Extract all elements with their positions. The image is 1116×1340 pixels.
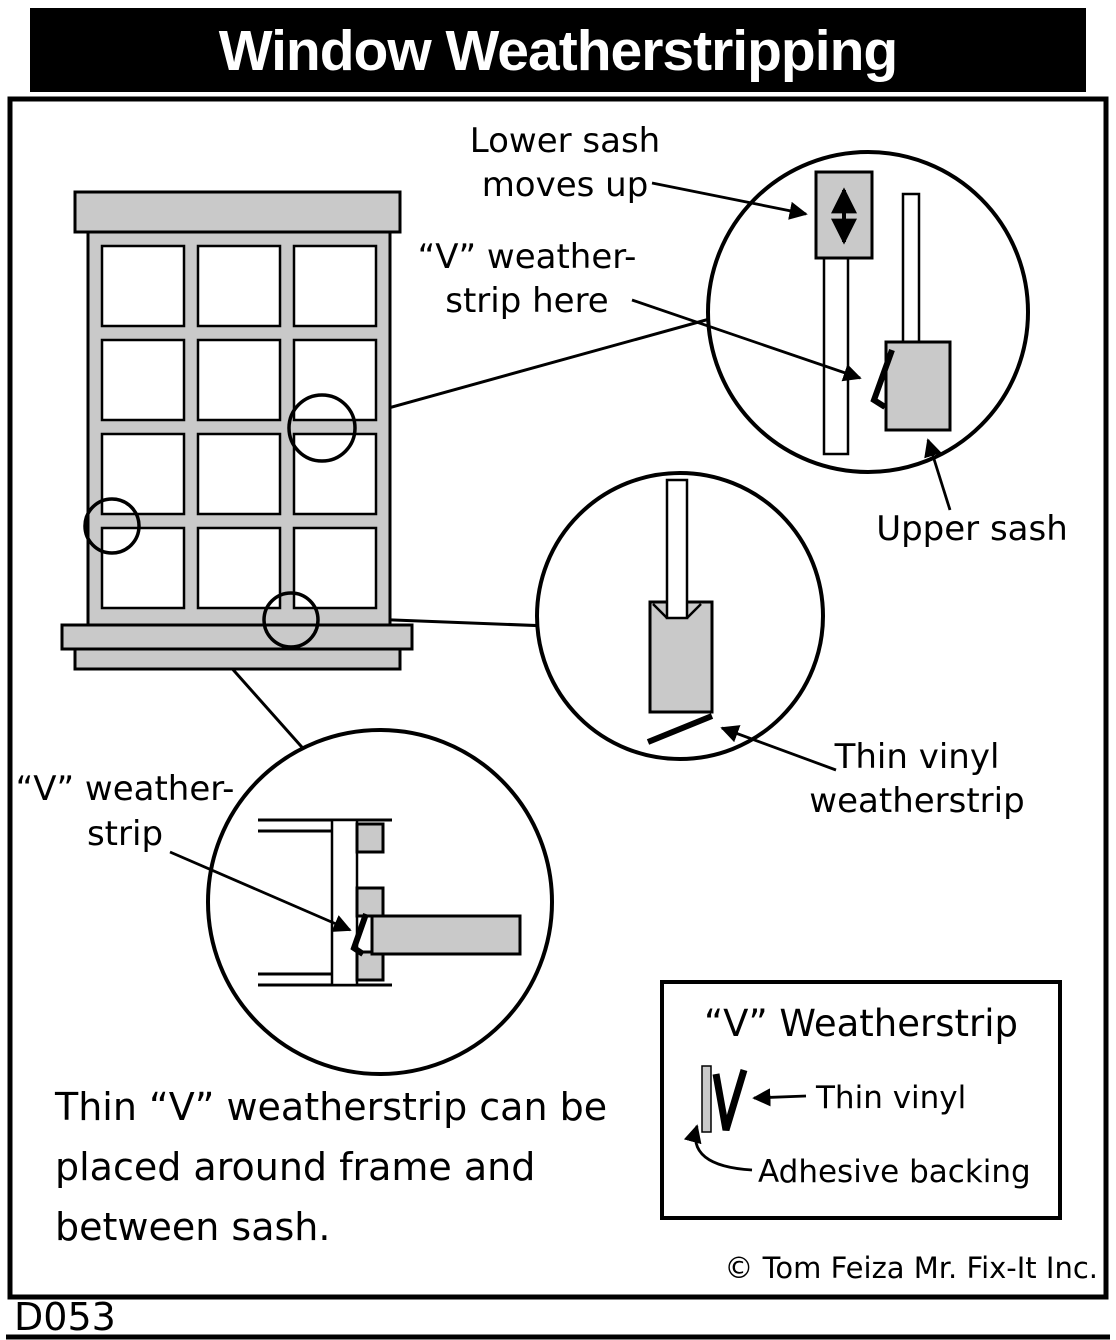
callout-thin-vinyl-line1: Thin vinyl (834, 737, 1000, 777)
detail-sash-meeting (706, 150, 1030, 474)
window-pane (100, 526, 186, 610)
adhesive-backing-strip (701, 1065, 712, 1133)
callout-vstrip-line1: “V” weather- (16, 769, 235, 809)
caption-line3: between sash. (55, 1205, 330, 1249)
window-pane (100, 338, 186, 422)
upper-sash-channel (901, 192, 921, 346)
highlight-circle-jamb (83, 497, 141, 555)
callout-thin-vinyl-line2: weatherstrip (809, 781, 1024, 821)
window-pane (292, 432, 378, 516)
jamb-stop-tab (355, 822, 385, 854)
jamb-stop-tab (355, 886, 385, 918)
window-pane (292, 526, 378, 610)
window-pane (292, 338, 378, 422)
callout-arrow-vstrip (169, 850, 352, 932)
sash-stile-channel (665, 478, 689, 620)
highlight-circle-meeting-rail (287, 393, 357, 463)
inset-title: “V” Weatherstrip (704, 1002, 1018, 1045)
window-pane (196, 432, 282, 516)
jamb-stop-tab (355, 950, 385, 982)
window-head-casing (73, 190, 402, 234)
title-bar (30, 8, 1086, 92)
window-pane (100, 244, 186, 328)
lower-sash-channel (822, 248, 850, 456)
callout-lower-sash-line2: moves up (482, 165, 649, 205)
detail-sill-vinyl (535, 471, 825, 761)
inset-box (660, 980, 1062, 1220)
window-pane (196, 526, 282, 610)
window-illustration (60, 190, 414, 671)
window-pane (100, 432, 186, 516)
sash-bottom-rail (648, 600, 714, 714)
v-strip-glyph (712, 1068, 748, 1132)
callout-vstrip-line2: strip (87, 814, 163, 854)
upper-sash-block (884, 340, 952, 432)
callout-arrow-vstrip-here (631, 298, 862, 382)
diagram-code: D053 (14, 1295, 116, 1339)
joint-line (686, 603, 702, 619)
callout-vstrip-here-line1: “V” weather- (418, 237, 637, 277)
inset-label-adhesive: Adhesive backing (758, 1154, 1031, 1190)
window-apron (73, 647, 402, 671)
caption-line2: placed around frame and (55, 1145, 535, 1189)
highlight-circle-sill (262, 591, 320, 649)
caption-line1: Thin “V” weatherstrip can be (54, 1085, 607, 1129)
callout-arrow-upper-sash (924, 438, 952, 511)
jamb-channel (330, 818, 359, 987)
v-weatherstrip-shape-bottom (350, 913, 369, 957)
copyright-text: © Tom Feiza Mr. Fix-It Inc. (724, 1251, 1098, 1285)
detail-jamb-vstrip (206, 728, 554, 1076)
callout-arrow-lower-sash (651, 181, 808, 220)
detail-link-line-top (355, 303, 761, 419)
inset-arrow-thin-vinyl (752, 1088, 807, 1107)
callout-arrow-thin-vinyl (720, 725, 837, 772)
window-sill (60, 623, 414, 651)
inset-label-thin-vinyl: Thin vinyl (815, 1080, 966, 1116)
inset-v-weatherstrip: “V” Weatherstrip Thin vinyl Adhesive bac… (660, 980, 1062, 1220)
callout-lower-sash-line1: Lower sash (470, 121, 660, 161)
v-weatherstrip-shape-top (870, 348, 895, 410)
callout-vstrip-here-line2: strip here (445, 281, 608, 321)
sash-rail-section (370, 914, 522, 956)
window-pane (196, 338, 282, 422)
window-pane (196, 244, 282, 328)
window-pane (292, 244, 378, 328)
page-title: Window Weatherstripping (219, 19, 897, 83)
joint-line (652, 603, 668, 619)
thin-vinyl-strip-shape (646, 713, 714, 745)
callout-upper-sash: Upper sash (876, 509, 1068, 549)
inset-arrow-adhesive (683, 1124, 753, 1172)
